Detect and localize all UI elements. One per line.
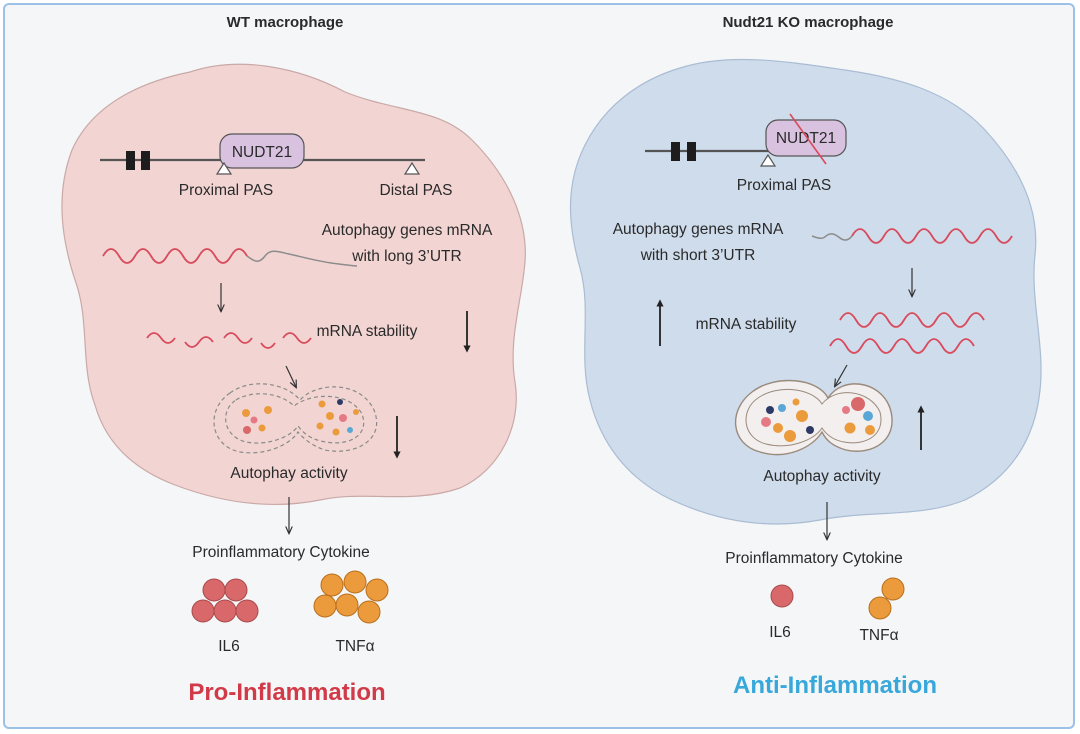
wt-mrna-coding bbox=[102, 248, 248, 264]
ko-tnf-label: TNFα bbox=[859, 627, 898, 644]
wt-proximal-pas-label: Proximal PAS bbox=[179, 182, 273, 199]
ko-nudt21-protein bbox=[765, 119, 847, 157]
ko-exon-2 bbox=[687, 142, 696, 161]
ko-proximal-pas-marker bbox=[759, 153, 777, 167]
wt-outcome: Pro-Inflammation bbox=[188, 679, 385, 706]
ko-mrna-stable-2 bbox=[829, 338, 975, 354]
ko-arrow-to-autolysosome bbox=[835, 364, 848, 386]
ko-il6-label: IL6 bbox=[769, 624, 791, 641]
ko-autophagy-label: Autophay activity bbox=[763, 468, 880, 485]
ko-outcome: Anti-Inflammation bbox=[733, 672, 937, 699]
wt-mrna-line1: Autophagy genes mRNA bbox=[322, 222, 493, 239]
ko-exon-1 bbox=[671, 142, 680, 161]
ko-knockout-strike bbox=[789, 113, 827, 165]
wt-cell bbox=[61, 63, 526, 505]
wt-mrna-fragments bbox=[146, 332, 312, 349]
wt-distal-pas-label: Distal PAS bbox=[380, 182, 453, 199]
ko-cytokine-label: Proinflammatory Cytokine bbox=[725, 550, 902, 567]
ko-mrna-short-utr bbox=[811, 233, 853, 241]
wt-stability-label: mRNA stability bbox=[317, 323, 418, 340]
wt-arrow-to-autophagosome bbox=[285, 365, 296, 387]
wt-distal-pas-marker bbox=[403, 161, 421, 175]
wt-proximal-pas-marker bbox=[215, 161, 233, 175]
wt-il6-label: IL6 bbox=[218, 638, 240, 655]
wt-autophagosome-outer bbox=[213, 383, 377, 454]
ko-stability-label: mRNA stability bbox=[696, 316, 797, 333]
wt-mrna-line2: with long 3’UTR bbox=[351, 248, 461, 265]
ko-il6-circle bbox=[770, 584, 794, 608]
wt-mrna-long-utr bbox=[246, 250, 358, 267]
wt-autophagy-label: Autophay activity bbox=[230, 465, 347, 482]
wt-nudt21-label: NUDT21 bbox=[232, 144, 292, 161]
wt-autophagosome-inner bbox=[225, 393, 365, 444]
wt-cytokine-label: Proinflammatory Cytokine bbox=[192, 544, 369, 561]
ko-autolysosome-inner bbox=[745, 388, 882, 447]
ko-cargo bbox=[761, 397, 875, 442]
ko-proximal-pas-label: Proximal PAS bbox=[737, 177, 831, 194]
ko-mrna-line1: Autophagy genes mRNA bbox=[613, 221, 784, 238]
ko-title: Nudt21 KO macrophage bbox=[723, 14, 894, 31]
wt-tnf-label: TNFα bbox=[335, 638, 374, 655]
wt-exon-2 bbox=[141, 151, 150, 170]
wt-exon-1 bbox=[126, 151, 135, 170]
wt-nudt21-protein bbox=[219, 133, 305, 169]
wt-cargo bbox=[242, 399, 359, 436]
wt-il6-cluster bbox=[191, 578, 259, 623]
ko-nudt21-label: NUDT21 bbox=[776, 130, 836, 147]
ko-mrna-coding bbox=[851, 228, 1013, 244]
ko-tnf-cluster bbox=[868, 577, 905, 620]
wt-title: WT macrophage bbox=[227, 14, 344, 31]
ko-mrna-stable-1 bbox=[839, 312, 985, 328]
wt-tnf-cluster bbox=[313, 570, 389, 624]
ko-mrna-line2: with short 3’UTR bbox=[640, 247, 756, 264]
